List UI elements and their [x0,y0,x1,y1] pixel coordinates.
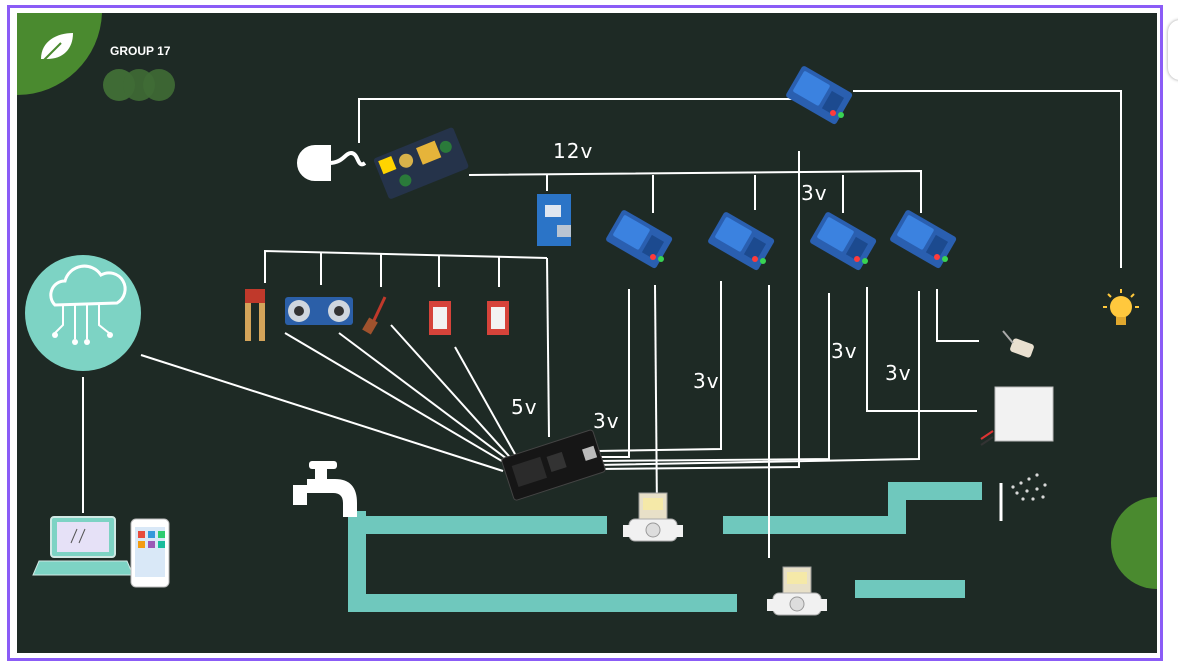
voltage-label-3v-relay1: 3v [593,409,620,433]
ultrasonic-sensor [285,297,353,325]
soil-moisture-sensor [245,289,265,341]
water-pipes [348,482,982,612]
dht-sensor-2 [487,301,509,335]
voltage-label-3v-relay3: 3v [831,339,858,363]
relay-module-top [785,65,854,126]
corner-circle-bottom-right [1111,497,1157,589]
relay-module-3 [809,211,878,272]
sprinkler-icon [999,473,1047,521]
wiring-diagram [17,13,1157,616]
nodemcu-board [501,429,606,501]
light-bulb-icon [1103,289,1139,325]
group-title: GROUP 17 [110,44,171,58]
dht-sensor-1 [429,301,451,335]
heating-element [1002,330,1034,358]
power-supply-module [373,127,469,199]
relay-module-4 [889,209,958,270]
smartphone-icon [130,518,170,588]
voltage-label-3v-relay4: 3v [885,361,912,385]
diagram-canvas: GROUP 17 12v 5v 3v 3v 3v 3v 3v [17,13,1157,653]
temperature-probe [362,296,387,335]
voltage-label-3v-relay2: 3v [693,369,720,393]
voltage-label-5v: 5v [511,395,538,419]
relay-module-1 [605,209,674,270]
solenoid-valve-1 [622,492,684,542]
cloud-icon [25,255,141,371]
thermoelectric-module [980,386,1054,446]
leaf-icon [41,33,73,62]
laptop-icon [32,516,134,576]
relay-module-2 [707,211,776,272]
group-logo-circles [103,69,175,101]
solenoid-valve-2 [766,566,828,616]
voltage-label-3v-top-relay: 3v [801,181,828,205]
voltage-regulator-module [537,194,571,246]
wires [82,90,1122,558]
side-handle[interactable] [1168,20,1178,80]
power-plug-icon [297,145,367,181]
water-tap-icon [293,461,357,517]
voltage-label-12v: 12v [553,139,594,163]
